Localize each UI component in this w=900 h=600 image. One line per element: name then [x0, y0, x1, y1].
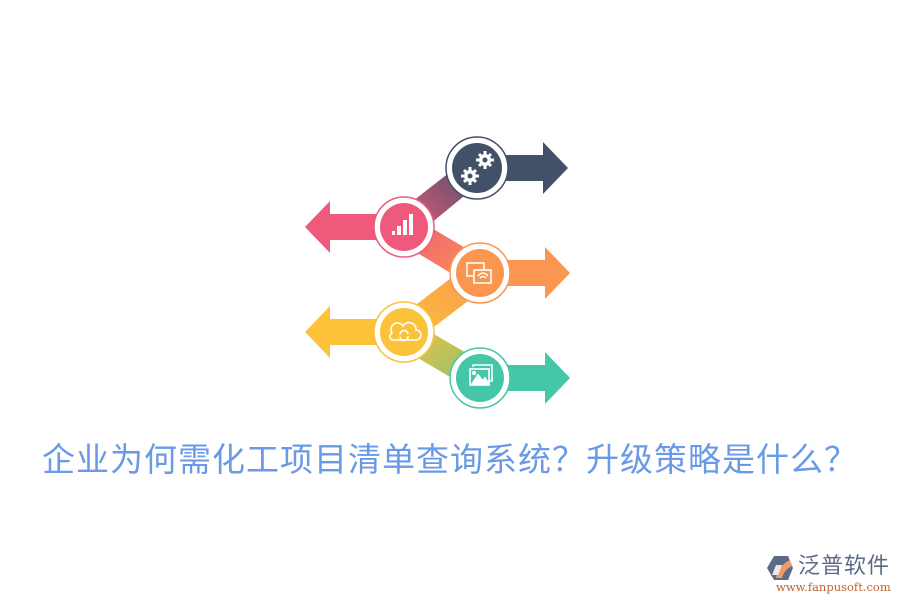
zigzag-arrow-infographic [305, 136, 570, 409]
page-title: 企业为何需化工项目清单查询系统？升级策略是什么？ [42, 440, 858, 479]
step-gears [445, 136, 509, 200]
image-gallery-icon [469, 364, 493, 386]
bar-chart-icon [392, 214, 413, 235]
gears-icon [461, 151, 494, 185]
arrow-gears-right [500, 142, 568, 194]
screen-cast-icon [466, 262, 492, 284]
step-cast [449, 242, 511, 304]
step-image [449, 347, 511, 409]
step-cloud [373, 301, 435, 363]
fanpu-logo-icon [767, 556, 793, 580]
cloud-sync-icon [389, 321, 422, 342]
brand-logo[interactable]: 泛普软件 www.fanpusoft.com [766, 553, 896, 597]
brand-url[interactable]: www.fanpusoft.com [776, 580, 891, 594]
step-chart [373, 196, 435, 258]
brand-name: 泛普软件 [798, 554, 891, 579]
